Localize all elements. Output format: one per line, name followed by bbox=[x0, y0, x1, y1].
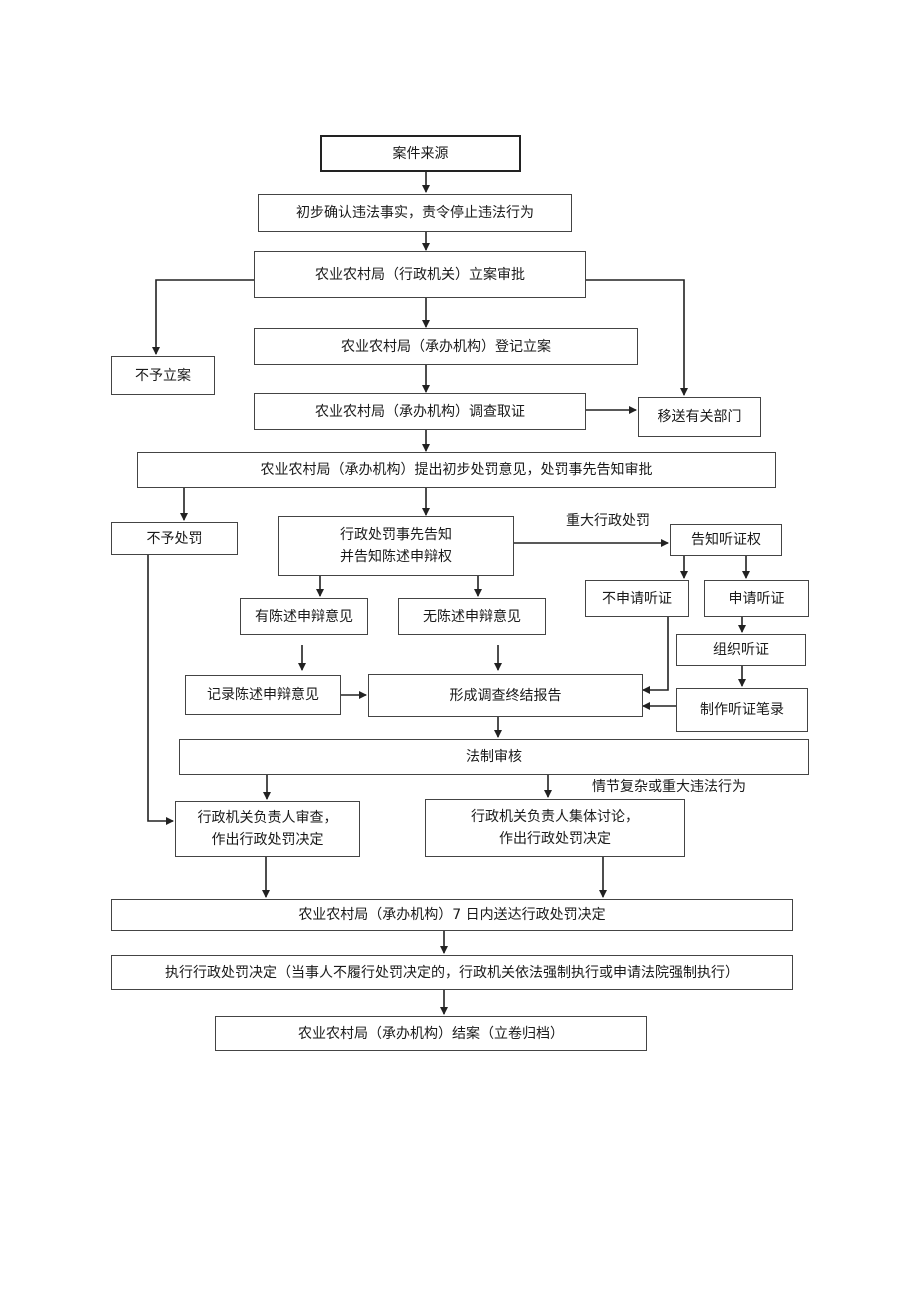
execute-decision-box: 执行行政处罚决定（当事人不履行处罚决定的，行政机关依法强制执行或申请法院强制执行… bbox=[111, 955, 793, 990]
case-source-label: 案件来源 bbox=[392, 145, 449, 162]
has-statement-label: 有陈述申辩意见 bbox=[255, 608, 353, 625]
hearing-record-label: 制作听证笔录 bbox=[700, 702, 784, 718]
record-statement-label: 记录陈述申辩意见 bbox=[207, 687, 319, 703]
complex-case-label: 情节复杂或重大违法行为 bbox=[592, 779, 746, 795]
transfer-box: 移送有关部门 bbox=[638, 397, 761, 437]
case-source-box: 案件来源 bbox=[320, 135, 521, 172]
collective-discussion-box: 行政机关负责人集体讨论， 作出行政处罚决定 bbox=[425, 799, 685, 857]
final-report-box: 形成调查终结报告 bbox=[368, 674, 643, 717]
preliminary-opinion-label: 农业农村局（承办机构）提出初步处罚意见，处罚事先告知审批 bbox=[260, 462, 653, 478]
no-filing-label: 不予立案 bbox=[135, 367, 191, 384]
no-penalty-label: 不予处罚 bbox=[146, 530, 203, 547]
collective-line1: 行政机关负责人集体讨论， bbox=[471, 809, 639, 825]
collective-line2: 作出行政处罚决定 bbox=[499, 831, 611, 847]
organize-hearing-label: 组织听证 bbox=[713, 642, 769, 658]
no-statement-label: 无陈述申辩意见 bbox=[423, 608, 521, 625]
no-hearing-request-label: 不申请听证 bbox=[602, 590, 672, 607]
preliminary-opinion-box: 农业农村局（承办机构）提出初步处罚意见，处罚事先告知审批 bbox=[137, 452, 776, 488]
head-review-box: 行政机关负责人审查， 作出行政处罚决定 bbox=[175, 801, 360, 857]
investigate-box: 农业农村局（承办机构）调查取证 bbox=[254, 393, 586, 430]
prior-notice-line2: 并告知陈述申辩权 bbox=[340, 549, 452, 565]
no-hearing-request-box: 不申请听证 bbox=[585, 580, 689, 617]
register-filing-label: 农业农村局（承办机构）登记立案 bbox=[341, 338, 551, 355]
prior-notice-line1: 行政处罚事先告知 bbox=[340, 527, 452, 543]
no-penalty-box: 不予处罚 bbox=[111, 522, 238, 555]
no-filing-box: 不予立案 bbox=[111, 356, 215, 395]
notify-hearing-right-label: 告知听证权 bbox=[691, 532, 761, 548]
deliver-decision-label: 农业农村局（承办机构）7 日内送达行政处罚决定 bbox=[298, 907, 606, 923]
legal-review-box: 法制审核 bbox=[179, 739, 809, 775]
close-case-box: 农业农村局（承办机构）结案（立卷归档） bbox=[215, 1016, 647, 1051]
filing-approval-box: 农业农村局（行政机关）立案审批 bbox=[254, 251, 586, 298]
execute-decision-label: 执行行政处罚决定（当事人不履行处罚决定的，行政机关依法强制执行或申请法院强制执行… bbox=[165, 964, 739, 981]
filing-approval-label: 农业农村局（行政机关）立案审批 bbox=[315, 266, 525, 283]
head-review-line2: 作出行政处罚决定 bbox=[211, 832, 324, 848]
legal-review-label: 法制审核 bbox=[466, 749, 522, 765]
preliminary-confirm-label: 初步确认违法事实，责令停止违法行为 bbox=[296, 205, 534, 221]
request-hearing-label: 申请听证 bbox=[728, 590, 785, 607]
transfer-label: 移送有关部门 bbox=[657, 409, 742, 425]
record-statement-box: 记录陈述申辩意见 bbox=[185, 675, 341, 715]
has-statement-box: 有陈述申辩意见 bbox=[240, 598, 368, 635]
preliminary-confirm-box: 初步确认违法事实，责令停止违法行为 bbox=[258, 194, 572, 232]
no-statement-box: 无陈述申辩意见 bbox=[398, 598, 546, 635]
final-report-label: 形成调查终结报告 bbox=[449, 687, 562, 704]
organize-hearing-box: 组织听证 bbox=[676, 634, 806, 666]
prior-notice-box: 行政处罚事先告知 并告知陈述申辩权 bbox=[278, 516, 514, 576]
request-hearing-box: 申请听证 bbox=[704, 580, 809, 617]
deliver-decision-box: 农业农村局（承办机构）7 日内送达行政处罚决定 bbox=[111, 899, 793, 931]
register-filing-box: 农业农村局（承办机构）登记立案 bbox=[254, 328, 638, 365]
head-review-line1: 行政机关负责人审查， bbox=[197, 810, 338, 826]
major-penalty-label: 重大行政处罚 bbox=[566, 513, 650, 529]
close-case-label: 农业农村局（承办机构）结案（立卷归档） bbox=[298, 1025, 564, 1042]
investigate-label: 农业农村局（承办机构）调查取证 bbox=[315, 403, 525, 420]
hearing-record-box: 制作听证笔录 bbox=[676, 688, 808, 732]
notify-hearing-right-box: 告知听证权 bbox=[670, 524, 782, 556]
